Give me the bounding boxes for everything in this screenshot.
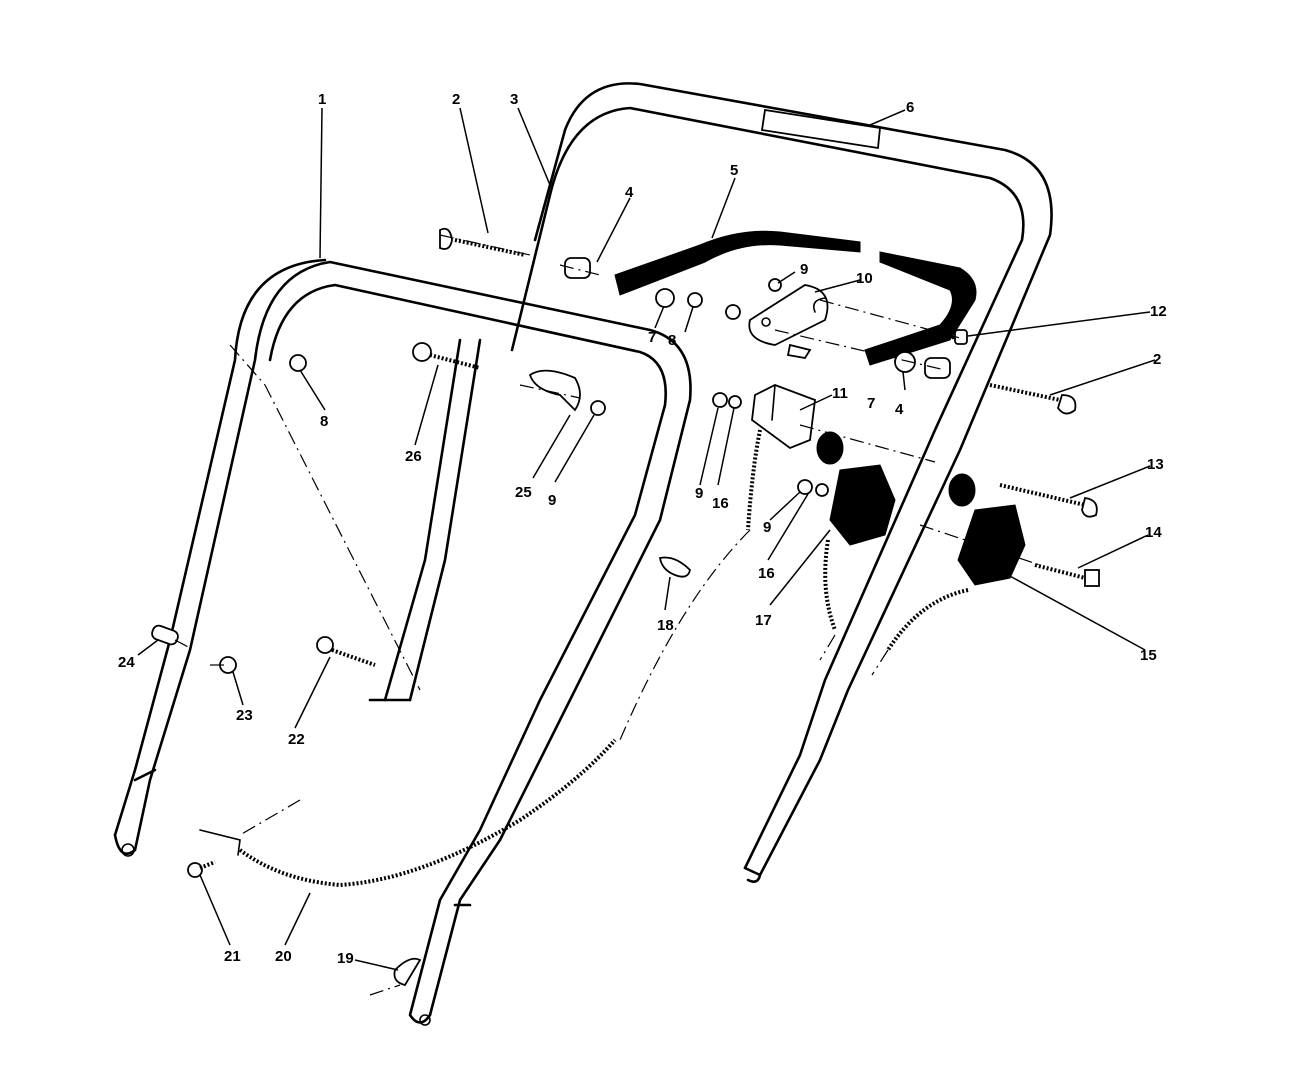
callout-11: 11 bbox=[832, 385, 848, 402]
nut-9-d bbox=[797, 479, 813, 495]
washer-center bbox=[725, 304, 741, 320]
pin-19 bbox=[393, 957, 422, 987]
clamp-25 bbox=[528, 369, 581, 412]
nut-8-left bbox=[289, 354, 307, 372]
washer-16-a bbox=[728, 395, 742, 409]
control-lever-15 bbox=[886, 473, 1026, 652]
callout-16-mid: 16 bbox=[712, 495, 729, 512]
washer-16-b bbox=[815, 483, 829, 497]
control-lever-17 bbox=[816, 431, 896, 631]
bolt-13 bbox=[999, 483, 1098, 518]
clip-18 bbox=[658, 556, 691, 578]
callout-22: 22 bbox=[288, 731, 305, 748]
callout-6: 6 bbox=[906, 99, 914, 116]
nut-9-c bbox=[712, 392, 728, 408]
callout-21: 21 bbox=[224, 948, 241, 965]
nut-8-center bbox=[687, 292, 703, 308]
callout-13: 13 bbox=[1147, 456, 1164, 473]
callout-1: 1 bbox=[318, 91, 326, 108]
bolt-2-right bbox=[989, 383, 1077, 415]
callout-7-left: 7 bbox=[648, 329, 656, 346]
callout-4-top: 4 bbox=[625, 184, 634, 201]
callout-9-left: 9 bbox=[548, 492, 556, 509]
spacer-4-left bbox=[564, 257, 591, 279]
callout-9-lower: 9 bbox=[763, 519, 771, 536]
assembly-lines bbox=[174, 234, 1041, 996]
nut-9-b bbox=[590, 400, 606, 416]
callout-9-mid: 9 bbox=[695, 485, 703, 502]
callout-2-top: 2 bbox=[452, 91, 460, 108]
callout-24: 24 bbox=[118, 654, 135, 671]
bracket-10 bbox=[748, 284, 829, 359]
knob-24 bbox=[151, 624, 179, 646]
callout-7-right: 7 bbox=[867, 395, 875, 412]
bushing-7-right bbox=[894, 351, 916, 373]
callout-18: 18 bbox=[657, 617, 674, 634]
callout-8-center: 8 bbox=[668, 332, 676, 349]
callout-16-lower: 16 bbox=[758, 565, 775, 582]
callout-19: 19 bbox=[337, 950, 354, 967]
bolt-14 bbox=[1034, 563, 1100, 587]
leader-lines bbox=[137, 107, 1156, 971]
bolt-26 bbox=[412, 342, 481, 370]
callout-15: 15 bbox=[1140, 647, 1157, 664]
callout-26: 26 bbox=[405, 448, 422, 465]
nut-9-a bbox=[768, 278, 782, 292]
upper-handle bbox=[510, 82, 1053, 883]
callout-9-top: 9 bbox=[800, 261, 808, 278]
screw-21 bbox=[187, 860, 216, 878]
callout-8-left: 8 bbox=[320, 413, 328, 430]
bolt-2-left bbox=[439, 227, 526, 257]
callout-4-right: 4 bbox=[895, 401, 904, 418]
callout-2-right: 2 bbox=[1153, 351, 1161, 368]
grip-plate bbox=[760, 108, 881, 150]
callout-labels: 1 2 2 3 4 4 5 6 7 7 8 8 9 9 9 9 10 11 12… bbox=[118, 91, 1167, 967]
callout-25: 25 bbox=[515, 484, 532, 501]
bolt-22 bbox=[316, 636, 376, 667]
bushing-7-left bbox=[655, 288, 675, 308]
callout-23: 23 bbox=[236, 707, 253, 724]
callout-20: 20 bbox=[275, 948, 292, 965]
callout-12: 12 bbox=[1150, 303, 1167, 320]
callout-17: 17 bbox=[755, 612, 772, 629]
callout-5: 5 bbox=[730, 162, 738, 179]
lower-handle bbox=[113, 258, 692, 1026]
cable-20 bbox=[199, 738, 617, 888]
callout-10: 10 bbox=[856, 270, 873, 287]
callout-3: 3 bbox=[510, 91, 518, 108]
switch-block-11 bbox=[746, 384, 816, 531]
center-brace bbox=[368, 338, 482, 702]
callout-14: 14 bbox=[1145, 524, 1162, 541]
